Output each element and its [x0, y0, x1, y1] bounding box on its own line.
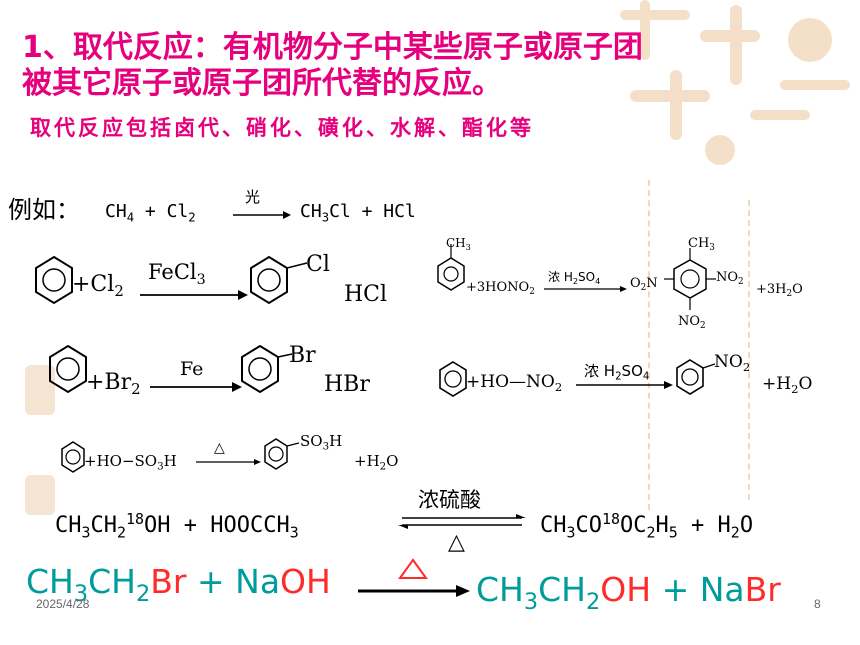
decorative-dashed-line	[648, 180, 650, 510]
rxn5-reagent: +HO—NO2	[466, 372, 563, 395]
rxn6-byproduct: +H2O	[354, 452, 399, 473]
nitrobenzene-ring	[676, 359, 716, 395]
rxn3-methyl-product: CH3	[688, 236, 715, 254]
rxn5-byproduct: +H2O	[762, 374, 813, 397]
slide-subtitle: 取代反应包括卤代、硝化、磺化、水解、酯化等	[30, 116, 534, 140]
rxn8-condition-triangle	[398, 558, 428, 579]
rxn3-no2-bottom: NO2	[678, 314, 706, 332]
bromobenzene-ring	[241, 344, 293, 394]
rxn6-condition: △	[214, 440, 225, 456]
rxn3-condition: 浓 H2SO4	[548, 270, 601, 286]
rxn4-byproduct: HBr	[324, 372, 370, 397]
rxn5-arrow	[576, 381, 673, 389]
decorative-calligraphy	[620, 0, 850, 165]
rxn5-substituent: NO2	[714, 352, 751, 375]
rxn4-reagent: +Br2	[86, 370, 141, 399]
rxn7-left: CH3CH218OH + HOOCCH3	[55, 510, 299, 542]
rxn1-condition: 光	[245, 188, 261, 206]
rxn7-right: CH3CO18OC2H5 + H2O	[540, 510, 754, 542]
rxn8-right: CH3CH2OH + NaBr	[476, 570, 781, 615]
footer-page-number: 8	[814, 597, 821, 611]
rxn8-arrow	[358, 585, 470, 597]
decorative-stamp-left-2	[25, 475, 55, 515]
footer-date: 2025/4/28	[36, 597, 90, 611]
rxn3-no2-right: NO2	[716, 270, 744, 288]
rxn1-products: CH3Cl + HCl	[300, 201, 416, 225]
trinitrotoluene-ring	[664, 248, 716, 310]
decorative-stamp-left-1	[25, 365, 55, 415]
rxn3-reagent: +3HONO2	[466, 280, 535, 298]
rxn2-reagent: +Cl2	[72, 272, 124, 301]
title-line-1: 1、取代反应：有机物分子中某些原子或原子团	[22, 30, 643, 65]
rxn7-condition-top: 浓硫酸	[418, 488, 481, 512]
rxn4-catalyst: Fe	[180, 358, 204, 380]
rxn5-condition: 浓 H2SO4	[584, 362, 650, 383]
benzene-ring	[61, 441, 85, 473]
benzene-ring	[49, 344, 87, 394]
toluene-ring	[437, 244, 465, 291]
rxn2-arrow	[140, 290, 248, 300]
rxn3-no2-left: O2N	[630, 276, 658, 294]
rxn6-reagent: +HO−SO3H	[84, 452, 177, 473]
rxn4-arrow	[150, 382, 242, 392]
title-line-2: 被其它原子或原子团所代替的反应。	[22, 66, 502, 101]
rxn3-arrow	[544, 286, 627, 292]
rxn2-catalyst: FeCl3	[148, 260, 206, 288]
rxn6-arrow	[196, 459, 261, 465]
rxn6-substituent: SO3H	[300, 432, 343, 453]
benzenesulfonic-ring	[264, 438, 300, 470]
decorative-dashed-line	[748, 200, 750, 500]
rxn2-substituent: Cl	[306, 252, 330, 277]
benzene-ring	[35, 255, 73, 305]
rxn4-substituent: Br	[289, 343, 316, 368]
rxn1-reactants: CH4 + Cl2	[105, 201, 196, 225]
benzene-ring	[439, 361, 467, 397]
rxn8-left: CH3CH2Br + NaOH	[26, 562, 331, 607]
slide-title: 1、取代反应：有机物分子中某些原子或原子团 被其它原子或原子团所代替的反应。	[22, 30, 643, 102]
example-label: 例如：	[8, 196, 80, 224]
chlorobenzene-ring	[250, 255, 308, 305]
rxn1-arrow	[233, 211, 291, 219]
rxn7-condition-bottom: △	[448, 530, 465, 555]
rxn2-byproduct: HCl	[344, 282, 388, 307]
rxn7-equilibrium-arrow	[398, 514, 526, 529]
rxn3-byproduct: +3H2O	[756, 282, 803, 300]
